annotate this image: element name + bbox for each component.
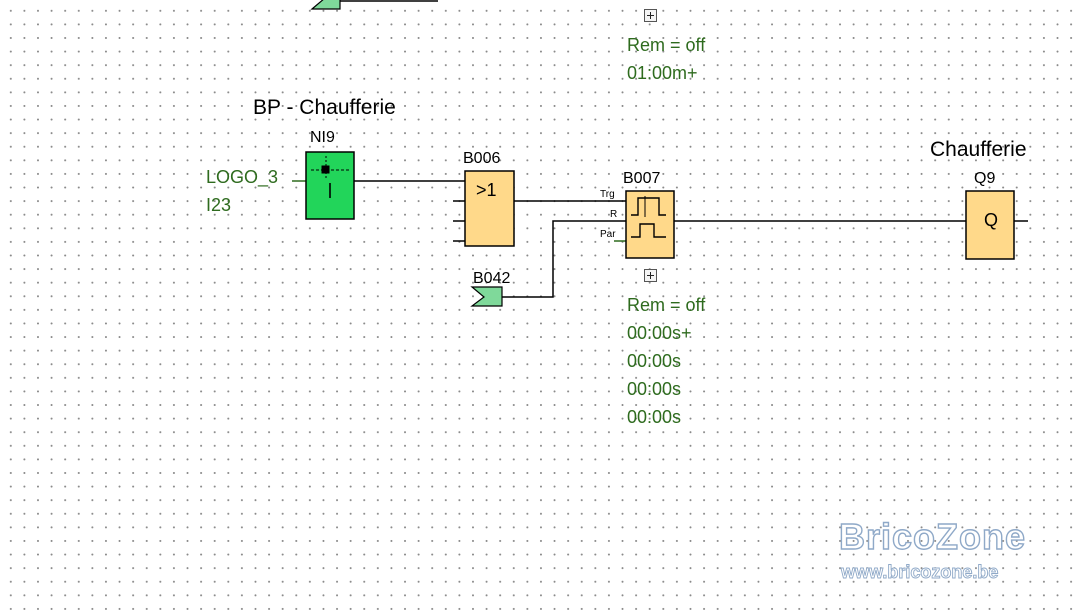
b006-block[interactable] [464, 170, 515, 247]
b007-pin-trg: Trg [600, 189, 615, 200]
watermark-title: BricoZone [838, 516, 1027, 557]
q9-block[interactable] [965, 190, 1015, 260]
watermark-url: www.bricozone.be [841, 562, 999, 582]
b042-title: B042 [473, 270, 511, 287]
input-source-device: LOGO_3 [206, 167, 279, 187]
top-expand-toggle[interactable] [644, 9, 657, 22]
b007-expand-toggle[interactable] [644, 269, 657, 282]
top-param-remanence: Rem = off [627, 35, 706, 55]
b006-or-symbol: >1 [476, 180, 497, 200]
b042-connector-flag[interactable] [470, 286, 503, 307]
pulse-icon [631, 196, 666, 238]
b007-param-time-1: 00:00s+ [627, 323, 692, 343]
b007-pin-par: Par [600, 229, 616, 240]
q9-title: Q9 [974, 170, 996, 187]
b006-title: B006 [463, 150, 501, 167]
network-input-icon [311, 156, 349, 198]
wires [340, 0, 1028, 298]
top-connector-flag[interactable] [310, 0, 341, 10]
wire-b042-b007 [502, 220, 626, 298]
b007-pin-r: R [610, 209, 618, 220]
b007-param-remanence: Rem = off [627, 295, 706, 315]
top-param-time: 01:00m+ [627, 63, 698, 83]
b007-title: B007 [623, 170, 661, 187]
input-source-address: I23 [206, 195, 232, 215]
ni9-title: NI9 [310, 129, 335, 146]
q9-symbol: Q [984, 210, 999, 230]
input-label: BP - Chaufferie [253, 96, 396, 119]
b007-param-time-4: 00:00s [627, 407, 682, 427]
output-label: Chaufferie [930, 138, 1027, 161]
b007-param-time-2: 00:00s [627, 351, 682, 371]
b007-param-time-3: 00:00s [627, 379, 682, 399]
